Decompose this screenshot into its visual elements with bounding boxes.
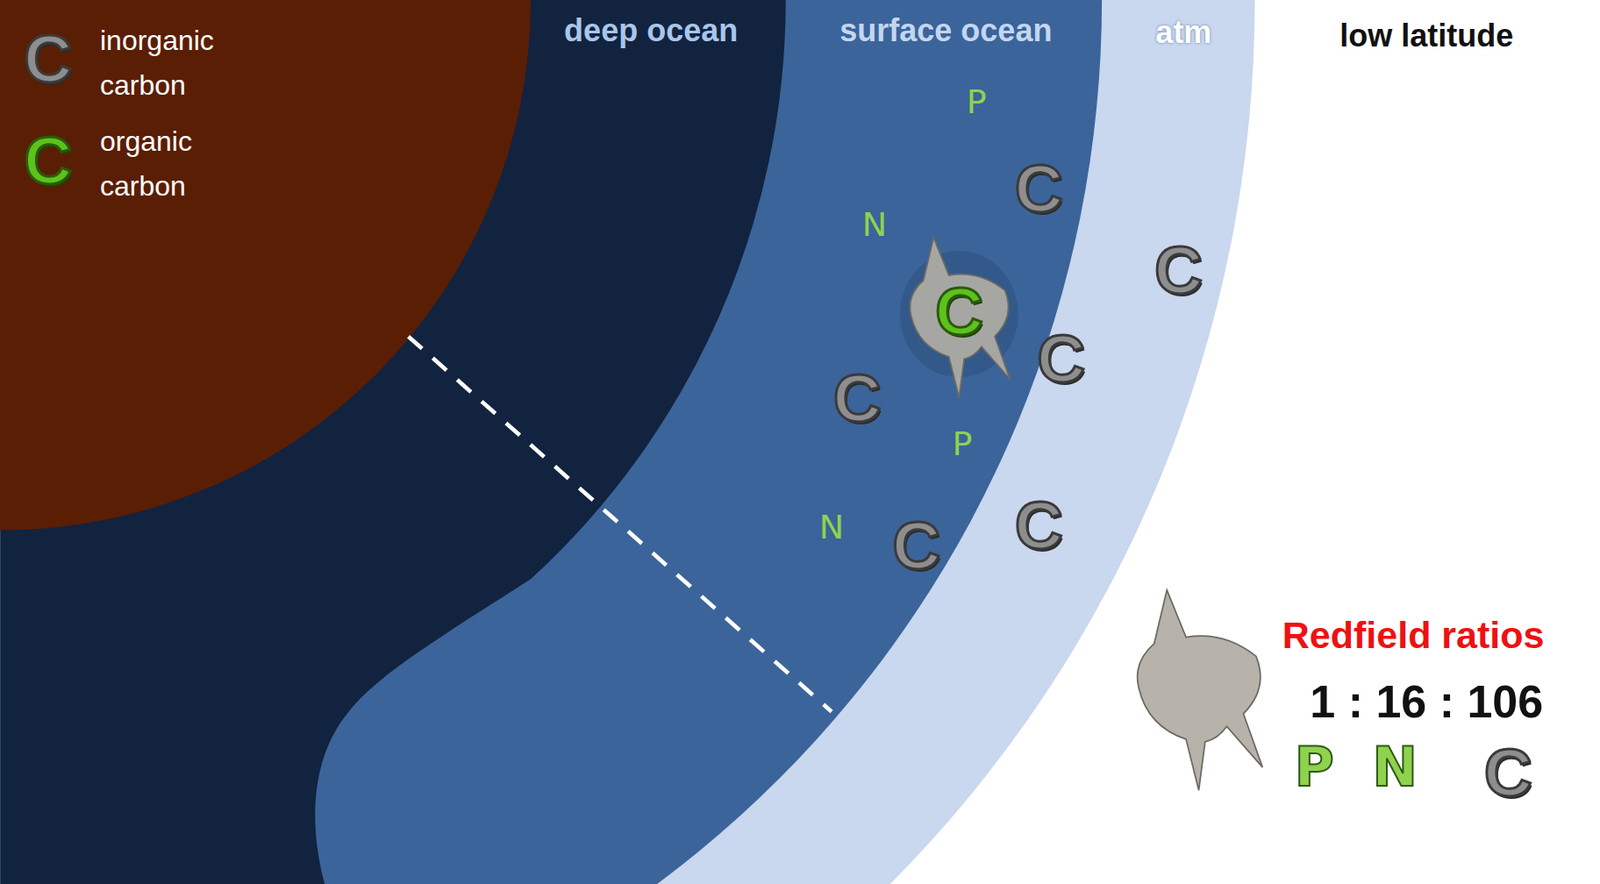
region-title: deep ocean [564, 14, 738, 47]
inorganic-carbon-symbol: C [1154, 236, 1203, 304]
ratio-values: 1 : 16 : 106 [1309, 678, 1543, 725]
nutrient-symbol: P [966, 85, 987, 119]
dinoflagellate [909, 237, 1010, 399]
nutrient-symbol: N [819, 510, 844, 544]
inorganic-carbon-symbol: C [1014, 155, 1064, 222]
legend-inorganic-icon: C [23, 25, 72, 93]
inorganic-carbon-symbol: C [892, 512, 941, 579]
ratio-title: Redfield ratios [1282, 615, 1545, 654]
latitude-divider [408, 336, 832, 713]
region-title: surface ocean [839, 14, 1052, 47]
inorganic-carbon-symbol: C [833, 364, 882, 432]
region-title: low latitude [1339, 20, 1514, 52]
ratio-symbol: N [1371, 740, 1418, 795]
plankton-cell [900, 237, 1019, 399]
region-title: atm [1155, 16, 1212, 49]
surface-ocean-band [0, 0, 1102, 884]
legend-text: organic carbon [100, 119, 267, 209]
earth-interior [0, 0, 531, 531]
nutrient-symbol: P [951, 427, 972, 461]
atmosphere-band [0, 0, 1256, 884]
plankton-key-cell [1137, 590, 1264, 791]
legend-text: inorganic carbon [100, 18, 267, 108]
inorganic-carbon-symbol: C [1014, 492, 1064, 559]
ratio-symbol: C [1484, 739, 1533, 807]
nutrient-symbol: N [862, 207, 887, 242]
inorganic-carbon-symbol: C [1036, 325, 1086, 393]
organic-carbon-symbol: C [935, 278, 984, 345]
dinoflagellate [1137, 590, 1264, 791]
ratio-symbol: P [1294, 740, 1335, 795]
legend-organic-icon: C [23, 127, 72, 194]
